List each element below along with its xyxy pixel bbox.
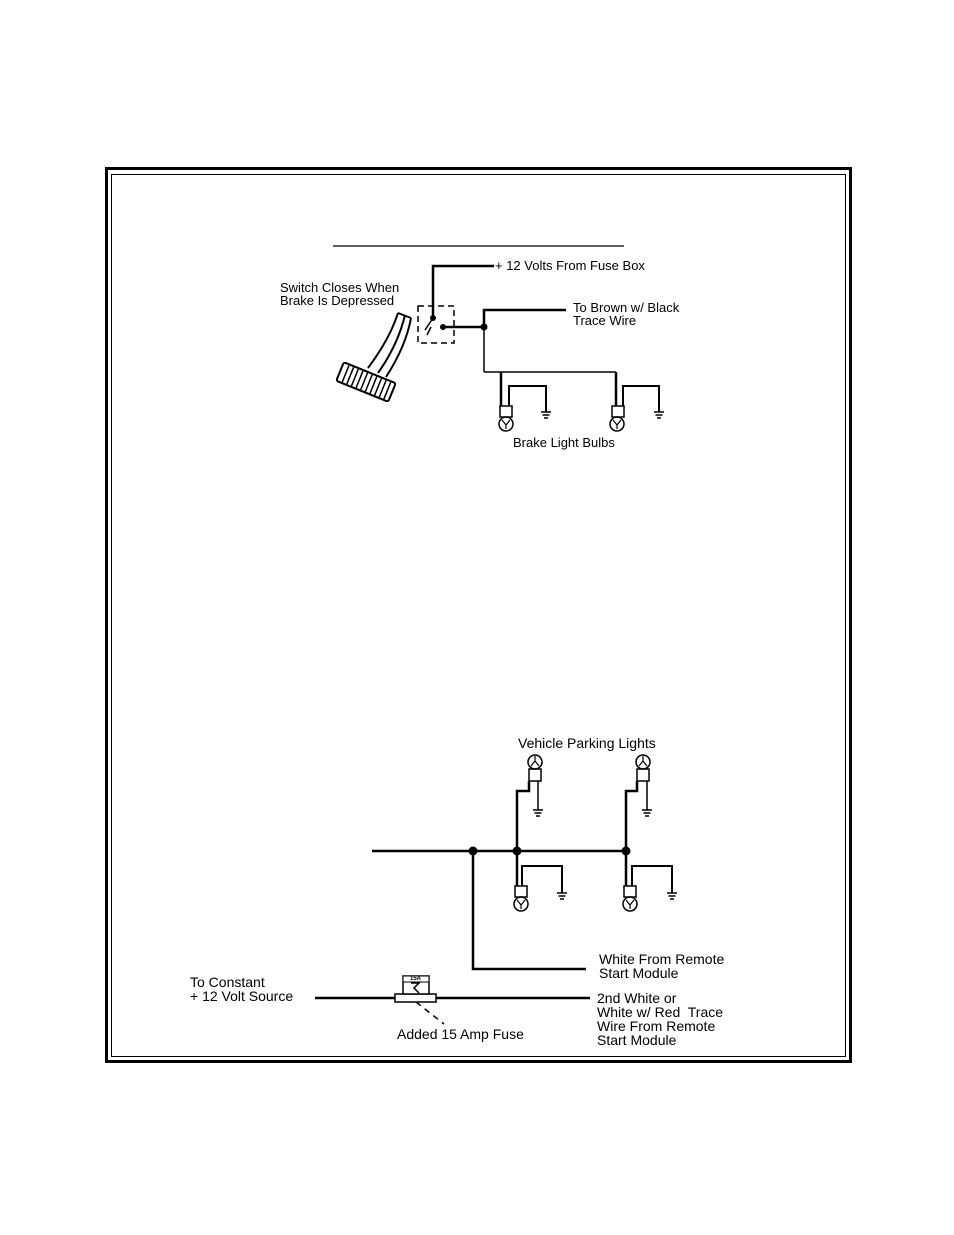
- lower-lamp1-ground-symbol: [557, 893, 567, 899]
- lower-lamp2-ground-symbol: [667, 893, 677, 899]
- upper-lamp1-base: [529, 769, 541, 781]
- white-wire: [473, 851, 586, 969]
- switch-blade: [425, 318, 433, 330]
- second-wire-label-line3: Wire From Remote: [597, 1019, 715, 1033]
- bulb2-filament: [613, 420, 621, 429]
- source-label-line1: To Constant: [190, 975, 265, 989]
- upper-lamp2-filament: [639, 756, 647, 766]
- upper-lamp2-ground-symbol: [642, 810, 652, 816]
- lower-lamp1-ground-wire: [522, 866, 562, 893]
- lower-lamp2-ground-wire: [632, 866, 672, 893]
- bulb2-ground-wire: [623, 386, 659, 412]
- bulb1-base: [500, 406, 512, 417]
- parking-lights-label: Vehicle Parking Lights: [518, 736, 656, 750]
- switch-label-line2: Brake Is Depressed: [280, 294, 394, 308]
- upper-lamp1-ground-symbol: [533, 810, 543, 816]
- parking-circuit: [315, 755, 677, 1024]
- bulb1-ground-wire: [509, 386, 546, 412]
- source-label-line2: + 12 Volt Source: [190, 989, 293, 1003]
- brown-black-wire: [484, 310, 566, 327]
- upper-lamp2-feed: [626, 781, 637, 851]
- brake-circuit: [333, 246, 664, 431]
- upper-lamp1-filament: [531, 756, 539, 766]
- white-wire-label-line1: White From Remote: [599, 952, 724, 966]
- inner-border: [112, 175, 846, 1057]
- output-label-line2: Trace Wire: [573, 314, 636, 328]
- bulb1-ground-symbol: [541, 412, 551, 418]
- brake-pedal-icon: [336, 313, 411, 402]
- lower-lamp1-base: [515, 886, 527, 897]
- brake-switch-box: [418, 306, 454, 343]
- fuse-rating: 15A: [410, 976, 421, 982]
- bulb2-ground-symbol: [654, 412, 664, 418]
- power-label: + 12 Volts From Fuse Box: [495, 259, 645, 273]
- lower-lamp2-base: [624, 886, 636, 897]
- white-wire-label-line2: Start Module: [599, 966, 678, 980]
- upper-lamp1-feed: [517, 781, 529, 851]
- bulb1-filament: [502, 420, 510, 429]
- outer-border: [107, 169, 851, 1062]
- brake-bulbs-label: Brake Light Bulbs: [513, 436, 615, 450]
- fuse-callout-line: [416, 1002, 444, 1024]
- fuse-label: Added 15 Amp Fuse: [397, 1027, 524, 1041]
- bulb2-base: [612, 406, 624, 417]
- second-wire-label-line1: 2nd White or: [597, 991, 676, 1005]
- upper-lamp2-base: [637, 769, 649, 781]
- lower-lamp1-filament: [517, 900, 525, 909]
- lower-lamp2-filament: [626, 900, 634, 909]
- inline-fuse-holder: [395, 994, 436, 1002]
- second-wire-label-line4: Start Module: [597, 1033, 676, 1047]
- second-wire-label-line2: White w/ Red Trace: [597, 1005, 723, 1019]
- switch-lever: [427, 327, 431, 335]
